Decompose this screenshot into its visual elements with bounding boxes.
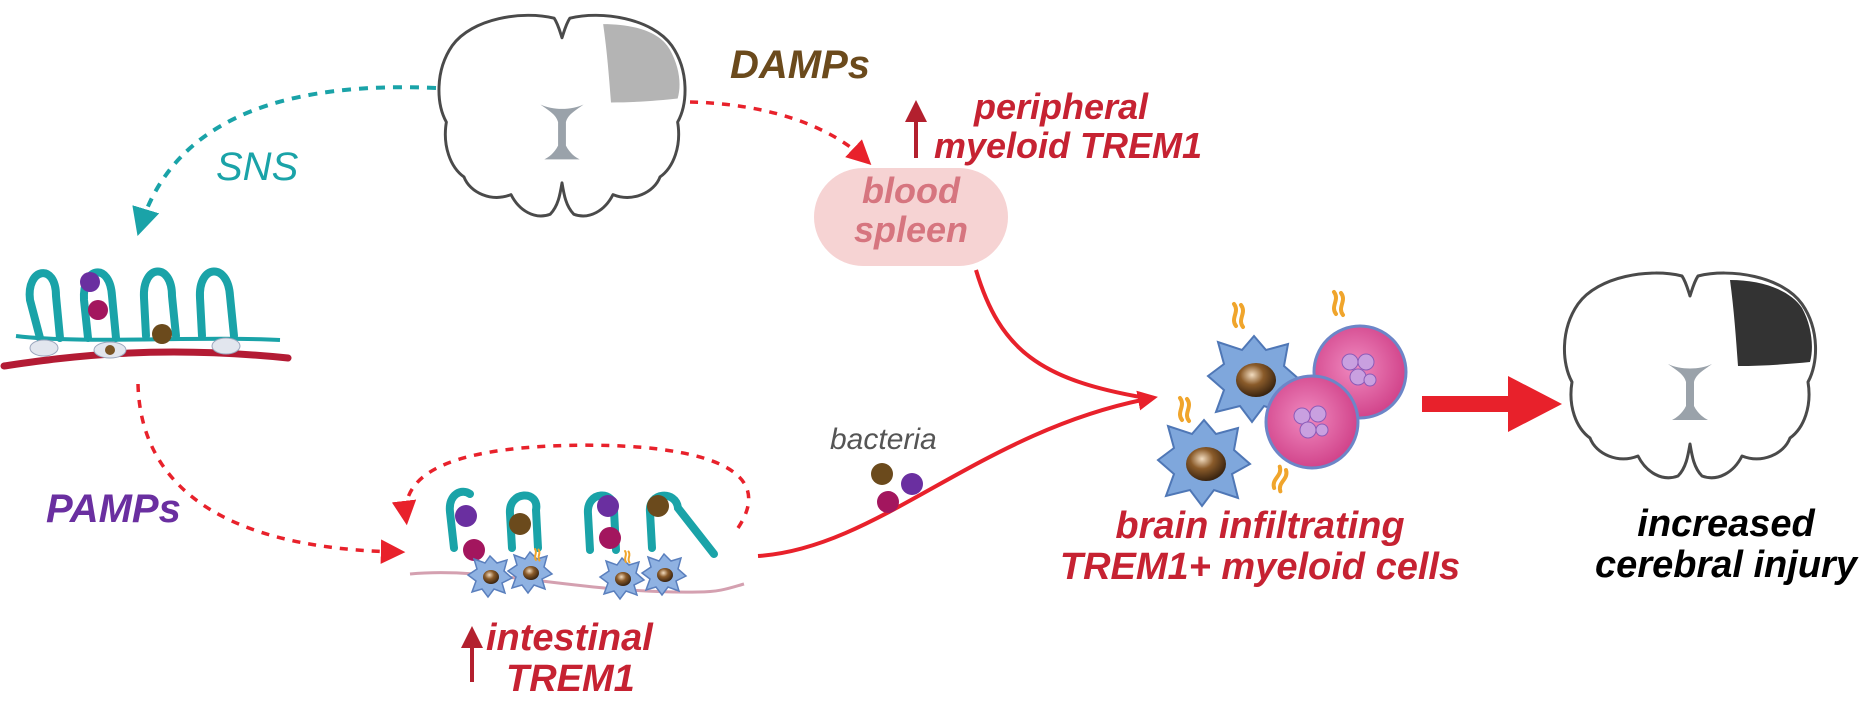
bacterium-magenta [88,300,108,320]
intestinal-loop-arrow [391,443,751,529]
blood-label: blood [862,170,960,211]
peripheral-line2: myeloid TREM1 [934,124,1203,166]
intestinal-villi-upper [0,267,292,370]
pamps-label: PAMPs [46,487,181,531]
brain-injured-icon [1562,271,1818,480]
sns-arrow [132,85,437,237]
bacterium-purple [80,272,100,292]
peripheral-label: peripheral myeloid TREM1 [934,86,1203,166]
intestinal-line2: TREM1 [506,658,635,701]
lesion-light [603,24,680,103]
intestinal-villi-lower [409,487,745,600]
infiltrating-line1: brain infiltrating [1115,505,1405,547]
pamps-arrow [136,383,406,564]
damps-arrow [689,100,872,166]
brain-acute-icon [437,13,687,218]
intestinal-label: intestinal TREM1 [486,617,653,701]
injury-line2: cerebral injury [1595,544,1857,587]
infiltrating-label: brain infiltrating TREM1+ myeloid cells [1030,505,1490,589]
bacterium-brown [152,324,172,344]
sns-label: SNS [216,145,299,189]
infiltrating-line2: TREM1+ myeloid cells [1059,546,1461,589]
neutrophil-icon-2 [1264,374,1360,470]
bacteria-icon [871,463,923,513]
blood-spleen-label: blood spleen [814,170,1008,250]
outcome-arrow [1422,376,1562,432]
increase-arrow-peripheral [905,100,927,158]
increase-arrow-intestinal [461,626,483,682]
intestinal-line1: intestinal [486,617,653,659]
myeloid-cell-icon-2 [1157,419,1251,507]
bacteria-label: bacteria [830,423,937,456]
spleen-label: spleen [853,208,969,250]
damps-label: DAMPs [730,43,871,87]
blood-spleen-capsule [814,168,1008,266]
injury-line1: increased [1637,503,1815,545]
injury-label: increased cerebral injury [1588,503,1864,587]
lesion-dark [1730,280,1812,366]
spleen-infiltration-arrow [974,269,1147,400]
intestine-infiltration-arrow [757,390,1158,558]
infiltrating-cells [1157,290,1408,507]
peripheral-line1: peripheral [974,86,1149,127]
